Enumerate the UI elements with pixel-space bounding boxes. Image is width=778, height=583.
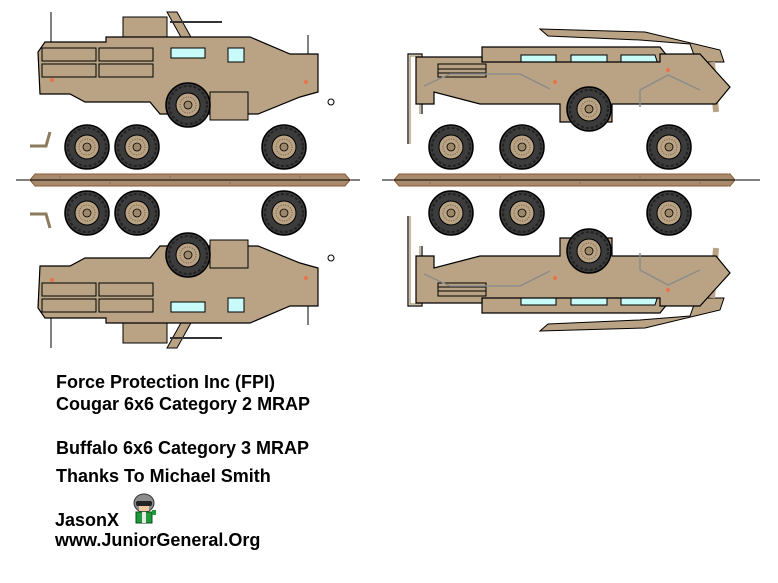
cougar-label: Cougar 6x6 Category 2 MRAP bbox=[56, 394, 311, 414]
thanks-label: Thanks To Michael Smith bbox=[56, 466, 271, 486]
soldier-avatar-icon bbox=[133, 493, 156, 524]
vehicle-artwork bbox=[16, 0, 760, 360]
website-label: www.JuniorGeneral.Org bbox=[55, 530, 261, 550]
cougar-upright-view bbox=[30, 12, 334, 169]
cougar-mirrored-view bbox=[30, 191, 334, 348]
buffalo-mirrored-view bbox=[408, 191, 730, 331]
author-label: JasonX bbox=[55, 510, 120, 530]
credits-header: Force Protection Inc (FPI) Cougar 6x6 Ca… bbox=[56, 371, 310, 415]
buffalo-label: Buffalo 6x6 Category 3 MRAP bbox=[56, 438, 310, 458]
buffalo-upright-view bbox=[408, 29, 730, 169]
manufacturer-label: Force Protection Inc (FPI) bbox=[56, 372, 276, 392]
